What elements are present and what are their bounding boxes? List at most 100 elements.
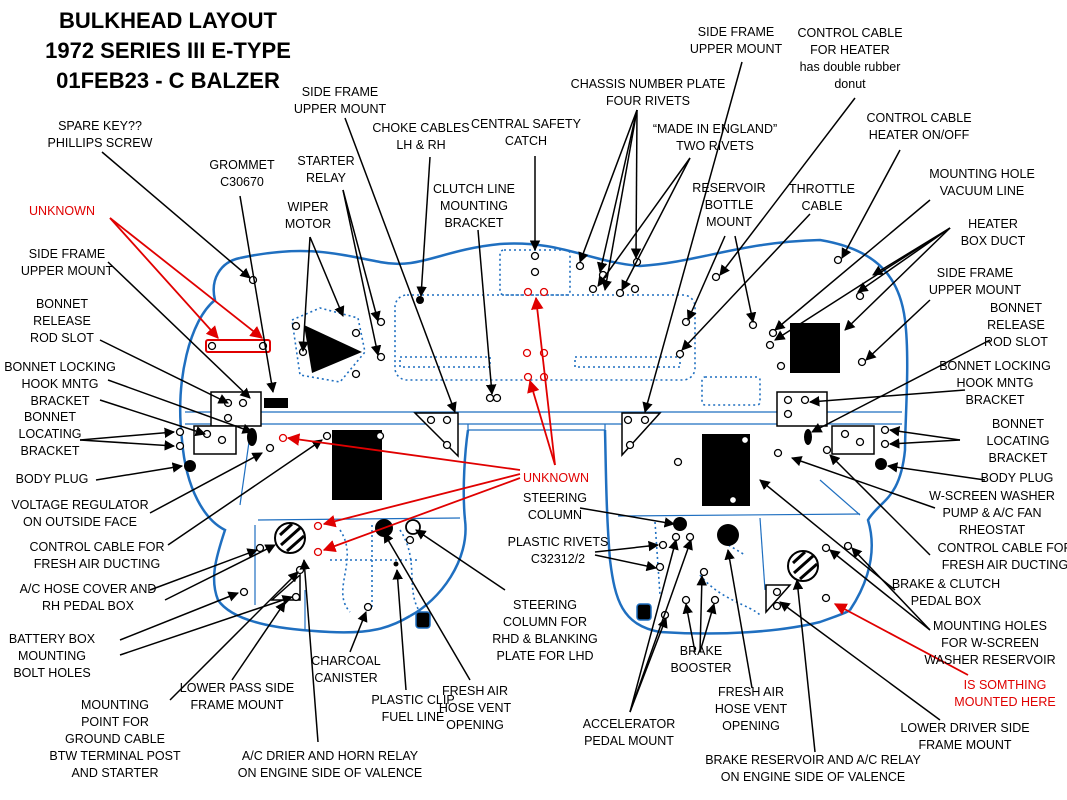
- label-line: UPPER MOUNT: [689, 42, 783, 56]
- callout-line: [594, 540, 660, 553]
- label-line: IS SOMTHING: [963, 678, 1047, 692]
- callout-line: [309, 236, 345, 317]
- mounting-hole: [426, 415, 436, 425]
- mounting-hole: [375, 431, 385, 441]
- label-line: MOUNTING: [17, 649, 87, 663]
- wiper-motor-shape: [304, 325, 362, 373]
- mounting-hole: [776, 361, 786, 371]
- label-line: WASHER RESERVOIR: [924, 653, 1056, 667]
- label-line: FOR W-SCREEN: [941, 636, 1039, 650]
- callout-line: [298, 236, 311, 353]
- mounting-hole: [442, 440, 452, 450]
- label-line: PLASTIC RIVETS: [507, 535, 609, 549]
- clutch-bracket-left: [413, 412, 459, 458]
- label-line: “MADE IN ENGLAND”: [652, 122, 778, 136]
- label-body-plug-right: BODY PLUG: [981, 470, 1054, 487]
- label-line: HOSE VENT: [438, 701, 512, 715]
- callout-line: [841, 149, 901, 259]
- callout-line: [149, 452, 263, 514]
- callout-line: [107, 261, 251, 399]
- label-line: WIPER: [287, 200, 329, 214]
- label-line: HEATER: [968, 217, 1018, 231]
- label-line: SIDE FRAME: [697, 25, 775, 39]
- label-side-frame-upper-mount-center: SIDE FRAME UPPER MOUNT: [294, 84, 386, 118]
- mounting-hole: [363, 602, 373, 612]
- callout-line: [383, 532, 471, 681]
- mounting-hole: [772, 601, 782, 611]
- body-plug-right: [875, 458, 887, 470]
- callout-line: [779, 601, 941, 721]
- label-line: CATCH: [504, 134, 548, 148]
- label-line: MOUNTING: [439, 199, 509, 213]
- steering-hole-right: [673, 517, 687, 531]
- callout-line: [865, 299, 931, 361]
- label-line: BONNET LOCKING: [4, 360, 116, 374]
- mounting-hole: [207, 341, 217, 351]
- label-line: OPENING: [446, 718, 504, 732]
- vent-hatch: [286, 534, 305, 553]
- central-catch-hole: [416, 296, 424, 304]
- bonnet-release-slot-left: [205, 339, 271, 353]
- label-line: HOSE VENT: [714, 702, 788, 716]
- label-line: UPPER MOUNT: [293, 102, 387, 116]
- callout-line-red: [531, 296, 556, 466]
- mounting-hole: [351, 328, 361, 338]
- callout-line: [719, 97, 856, 276]
- label-line: STARTER: [297, 154, 355, 168]
- label-line: SIDE FRAME: [301, 85, 379, 99]
- mounting-hole: [658, 540, 668, 550]
- mounting-hole: [485, 393, 495, 403]
- label-line: BRAKE & CLUTCH: [891, 577, 1001, 591]
- label-line: SIDE FRAME: [28, 247, 106, 261]
- panel-line: [257, 517, 461, 521]
- mounting-hole: [765, 340, 775, 350]
- mounting-hole: [710, 595, 720, 605]
- label-line: FOUR RIVETS: [605, 94, 691, 108]
- label-line: PLATE FOR LHD: [496, 649, 594, 663]
- label-line: PUMP & A/C FAN: [942, 506, 1042, 520]
- body-plug-left: [184, 460, 196, 472]
- mounting-hole: [880, 425, 890, 435]
- label-line: CHASSIS NUMBER PLATE: [570, 77, 726, 91]
- vent-hatch: [791, 550, 807, 565]
- callout-line: [642, 61, 743, 414]
- dotted-panel: [654, 521, 761, 616]
- callout-line-red: [527, 379, 556, 466]
- dotted-panel: [701, 376, 761, 406]
- label-line: BTW TERMINAL POST: [49, 749, 181, 763]
- label-line: CONTROL CABLE: [797, 26, 903, 40]
- mounting-hole: [217, 435, 227, 445]
- mounting-hole: [855, 291, 865, 301]
- unknown-holes: [278, 287, 549, 557]
- callout-line: [579, 507, 676, 528]
- label-body-plug-left: BODY PLUG: [16, 471, 89, 488]
- unknown-hole: [278, 433, 288, 443]
- mounting-hole: [175, 441, 185, 451]
- grommet-plate: [264, 398, 288, 408]
- label-spare-key: SPARE KEY??PHILLIPS SCREW: [48, 118, 153, 152]
- label-line: RESERVOIR: [692, 181, 766, 195]
- label-line: CHOKE CABLES: [372, 121, 470, 135]
- component-shapes: [184, 296, 887, 629]
- label-line: BODY PLUG: [15, 472, 89, 486]
- dotted-panel: [291, 307, 366, 383]
- label-line: UNKNOWN: [523, 471, 589, 485]
- mounting-hole: [322, 431, 332, 441]
- callout-line: [169, 571, 299, 701]
- callout-line-red: [109, 217, 219, 339]
- callout-line: [164, 544, 276, 601]
- mounting-hole: [711, 272, 721, 282]
- callout-line: [342, 189, 381, 323]
